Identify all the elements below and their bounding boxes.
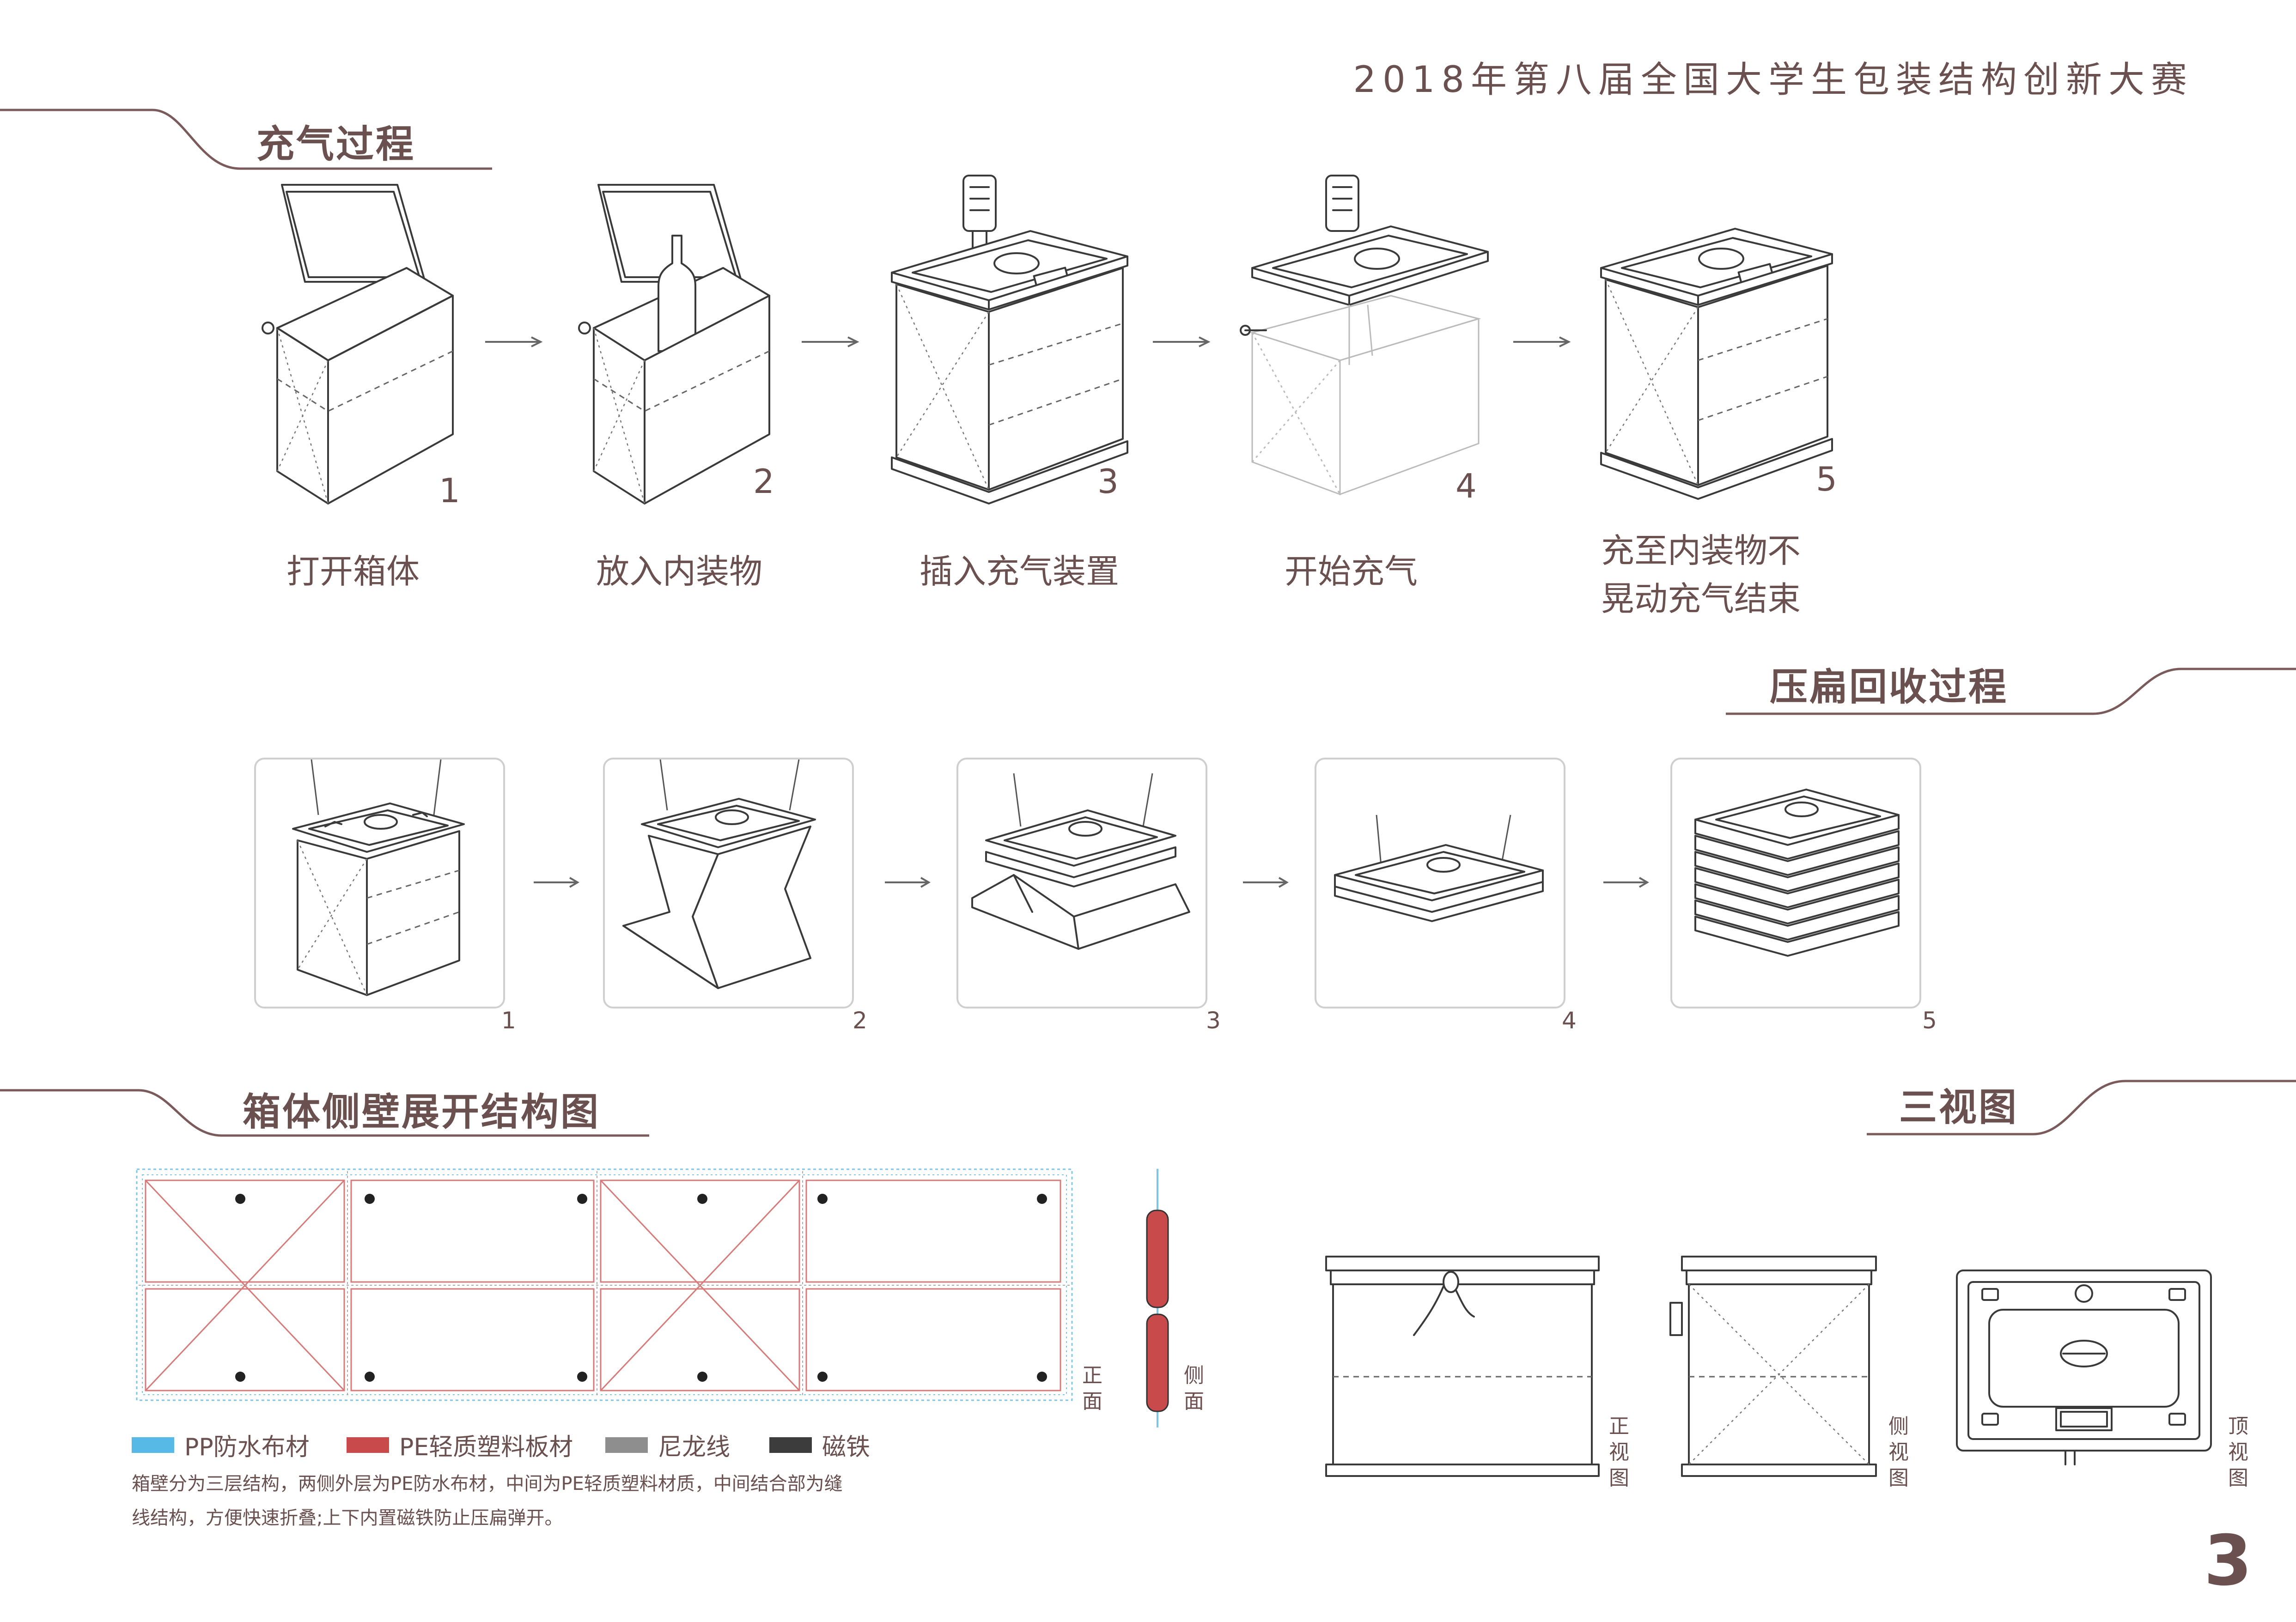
- compress-step-number: 3: [1206, 1007, 1221, 1034]
- section-title-inflate: 充气过程: [256, 122, 416, 166]
- legend-swatch: [769, 1437, 812, 1453]
- arrow-icon: [885, 877, 931, 888]
- inflate-step-number: 2: [753, 462, 774, 501]
- section-title-compress: 压扁回收过程: [1770, 665, 2009, 709]
- compress-step4-frame: [1315, 758, 1565, 1008]
- inflate-step-number: 4: [1456, 467, 1477, 505]
- inflate-step-caption: 充至内装物不 晃动充气结束: [1601, 527, 1801, 623]
- compress-step2-frame: [603, 758, 854, 1008]
- inflate-step-caption: 放入内装物: [596, 552, 763, 591]
- caption-line: 充至内装物不: [1601, 531, 1801, 570]
- arrow-icon: [485, 336, 543, 347]
- legend-label: 磁铁: [822, 1434, 871, 1461]
- side-label: 侧面: [1184, 1364, 1204, 1413]
- compress-step-number: 4: [1562, 1007, 1577, 1034]
- section-title-views: 三视图: [1899, 1086, 2019, 1130]
- compress-step5-frame: [1670, 758, 1921, 1008]
- legend-label: 尼龙线: [658, 1434, 731, 1461]
- section-title-unfold: 箱体侧壁展开结构图: [243, 1090, 601, 1134]
- inflate-step-number: 1: [439, 471, 460, 510]
- top-view-drawing: [1956, 1270, 2212, 1465]
- legend-item-nylon: 尼龙线: [605, 1428, 730, 1462]
- inflate-step2-illustration: [578, 184, 770, 504]
- inflate-step-caption: 开始充气: [1285, 552, 1418, 591]
- compress-step2-illustration: [622, 759, 816, 989]
- compress-step-number: 1: [501, 1007, 516, 1034]
- inflate-step-caption: 插入充气装置: [920, 552, 1120, 591]
- compress-step1-illustration: [292, 759, 465, 996]
- legend-item-pe: PE轻质塑料板材: [347, 1428, 573, 1462]
- side-view-drawing: [1669, 1256, 1877, 1477]
- page-header-title: 2018年第八届全国大学生包装结构创新大赛: [1353, 59, 2193, 101]
- inflate-step4-illustration: [1240, 175, 1489, 496]
- legend-swatch: [605, 1437, 648, 1453]
- compress-step5-illustration: [1694, 789, 1900, 957]
- legend-item-magnet: 磁铁: [769, 1428, 870, 1462]
- arrow-icon: [1243, 877, 1289, 888]
- inflate-step-caption: 打开箱体: [286, 552, 420, 591]
- inflate-step5-illustration: [1600, 228, 1833, 500]
- arrow-icon: [534, 877, 579, 888]
- note-line: 箱壁分为三层结构，两侧外层为PE防水布材，中间为PE轻质塑料材质，中间结合部为缝: [132, 1473, 843, 1494]
- compress-step-number: 2: [853, 1007, 867, 1034]
- note-line: 线结构，方便快速折叠;上下内置磁铁防止压扁弹开。: [132, 1507, 563, 1529]
- material-note: 箱壁分为三层结构，两侧外层为PE防水布材，中间为PE轻质塑料材质，中间结合部为缝…: [132, 1467, 843, 1535]
- arrow-icon: [1153, 336, 1211, 347]
- legend-swatch: [132, 1437, 174, 1453]
- side-view-label: 侧视图: [1888, 1415, 1909, 1490]
- arrow-icon: [1603, 877, 1649, 888]
- compress-step3-illustration: [971, 773, 1190, 950]
- compress-step1-frame: [254, 758, 505, 1008]
- page-number: 3: [2204, 1521, 2252, 1601]
- front-view-drawing: [1325, 1256, 1600, 1477]
- caption-line: 晃动充气结束: [1601, 579, 1801, 618]
- compress-step3-frame: [956, 758, 1207, 1008]
- compress-step4-illustration: [1334, 814, 1544, 922]
- front-label: 正面: [1082, 1364, 1102, 1413]
- arrow-icon: [1513, 336, 1571, 347]
- front-view-label: 正视图: [1609, 1415, 1629, 1490]
- legend-item-pp: PP防水布材: [132, 1428, 310, 1462]
- arrow-icon: [802, 336, 859, 347]
- unfolded-wall-diagram: [136, 1168, 1073, 1401]
- legend-swatch: [347, 1437, 389, 1453]
- top-view-label: 顶视图: [2228, 1415, 2248, 1490]
- side-section-diagram: [1146, 1169, 1169, 1428]
- legend-label: PE轻质塑料板材: [399, 1434, 573, 1461]
- inflate-step1-illustration: [262, 184, 454, 504]
- inflate-step-number: 3: [1097, 462, 1119, 501]
- compress-step-number: 5: [1922, 1007, 1937, 1034]
- inflate-step3-illustration: [891, 175, 1128, 504]
- inflate-step-number: 5: [1816, 460, 1837, 498]
- legend-label: PP防水布材: [184, 1434, 310, 1461]
